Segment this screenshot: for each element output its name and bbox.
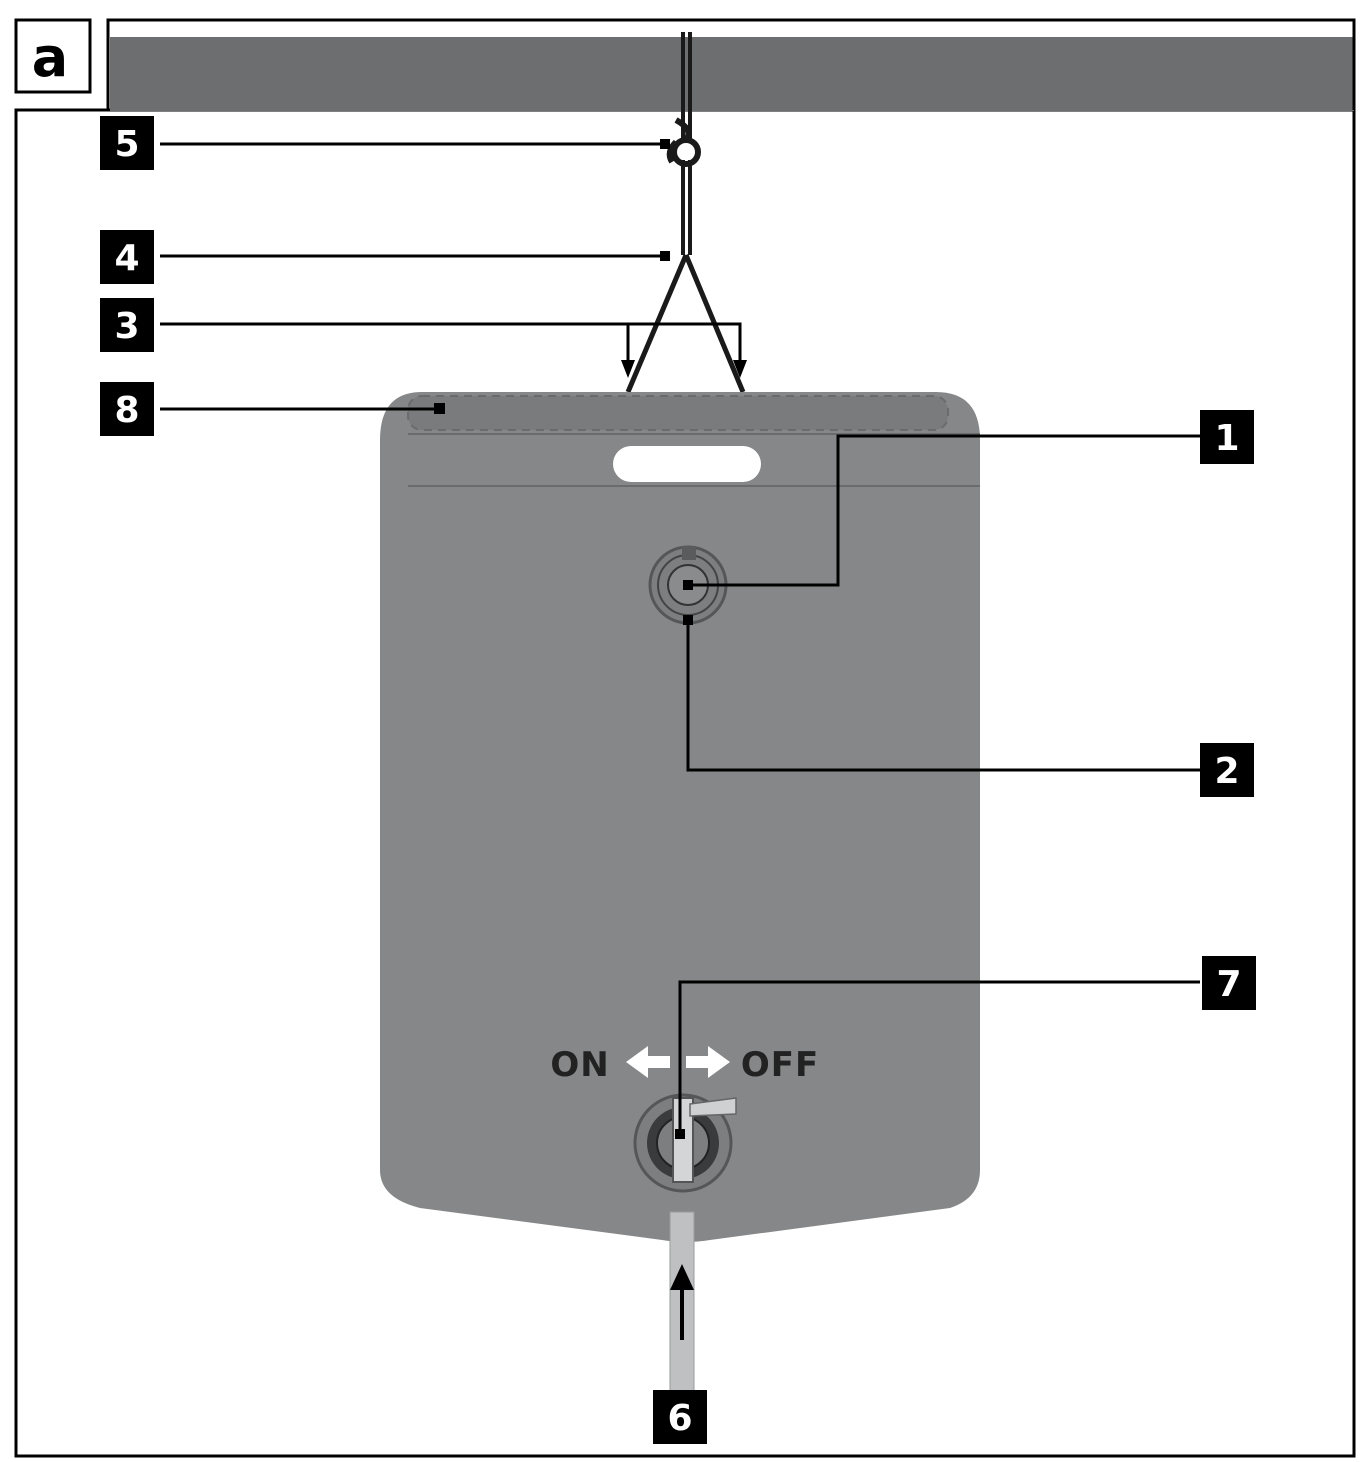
svg-text:5: 5: [114, 124, 139, 165]
callout-3: 3: [100, 298, 154, 352]
arrow-right-icon: [686, 1046, 730, 1078]
shower-bag: [380, 392, 980, 1242]
svg-text:3: 3: [114, 306, 139, 347]
svg-text:7: 7: [1216, 964, 1241, 1005]
bag-top-hem: [407, 395, 980, 487]
svg-text:6: 6: [667, 1398, 692, 1439]
svg-text:2: 2: [1214, 751, 1239, 792]
valve-off-label: OFF: [741, 1045, 819, 1085]
svg-text:8: 8: [114, 390, 139, 431]
hook-icon: [666, 117, 701, 167]
leader-endpoints: [434, 139, 747, 1139]
panel-label-text: a: [32, 26, 68, 89]
callout-5: 5: [100, 116, 154, 170]
callout-6: 6: [653, 1390, 707, 1444]
callout-7: 7: [1202, 956, 1256, 1010]
svg-text:1: 1: [1214, 418, 1239, 459]
svg-text:4: 4: [114, 238, 139, 279]
callout-8: 8: [100, 382, 154, 436]
hanging-beam: [110, 37, 1354, 111]
panel-label: a: [14, 18, 92, 94]
handle-opening: [613, 446, 761, 482]
beam-frame: [106, 18, 1356, 110]
leader-lines: [160, 142, 1200, 1134]
arrow-left-icon: [626, 1046, 670, 1078]
valve-icon: [633, 1093, 737, 1193]
arrow-up-icon: [670, 1264, 694, 1340]
valve-on-label: ON: [550, 1045, 609, 1085]
callout-4: 4: [100, 230, 154, 284]
callout-1: 1: [1200, 410, 1254, 464]
hanging-cord: [681, 32, 692, 255]
callout-2: 2: [1200, 743, 1254, 797]
